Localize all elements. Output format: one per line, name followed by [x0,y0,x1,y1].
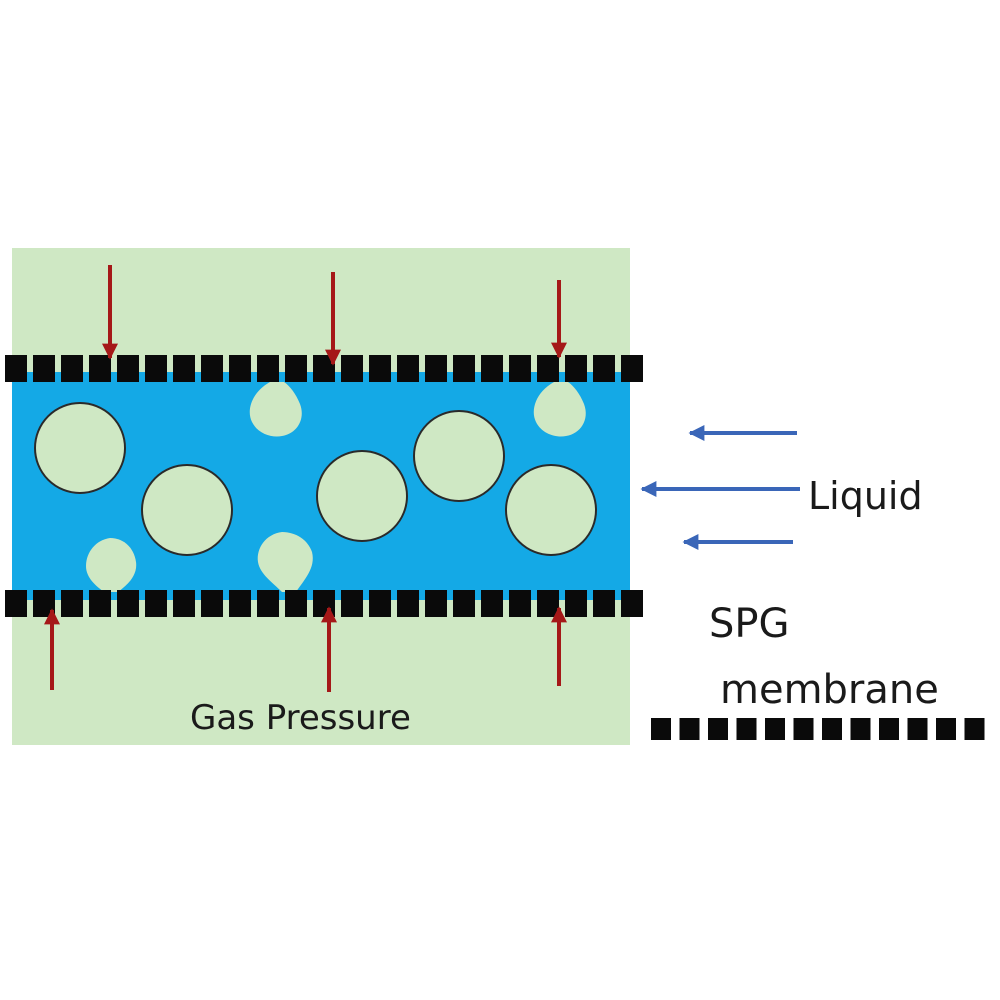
membrane-pore-wall [679,718,700,740]
membrane-pore-wall [936,718,956,740]
membrane-pore-wall [89,355,111,382]
membrane-pore-wall [89,590,111,617]
gas-bubble [413,410,505,502]
membrane-pore-wall [509,355,531,382]
membrane-pore-wall [61,355,83,382]
membrane-pore-wall [341,590,363,617]
gas-pressure-arrows [44,265,567,692]
membrane-pore-wall [481,590,503,617]
membrane-pore-wall [285,590,307,617]
membrane-pore-wall [257,590,279,617]
membrane-pore-wall [173,355,195,382]
membrane-pore-wall [173,590,195,617]
membrane-pore-wall [907,718,928,740]
emerging-droplet [86,538,137,592]
membrane-pore-wall [736,718,757,740]
membrane-pore-wall [822,718,842,740]
emerging-droplets-bottom [86,532,313,592]
spg-label: SPG [709,601,790,647]
membrane-pore-wall [5,355,27,382]
membrane-pore-wall [117,590,139,617]
gas-bubble [34,402,126,494]
membrane-pore-wall [397,590,419,617]
membrane-pore-wall [481,355,503,382]
membrane-pore-wall [565,590,587,617]
gas-pressure-label: Gas Pressure [190,698,411,738]
gas-bubble [316,450,408,542]
emerging-droplet [533,382,586,437]
membrane-pore-wall [765,718,785,740]
emerging-droplets-top [249,382,586,437]
membrane-pore-wall [425,355,447,382]
membrane-pore-wall [285,355,307,382]
membrane-pore-wall [850,718,871,740]
membrane-pore-wall [879,718,899,740]
membrane-pore-wall [117,355,139,382]
membrane-pore-wall [145,590,167,617]
membrane-pore-wall [229,590,251,617]
emerging-droplet [257,532,313,592]
membrane-pore-wall [341,355,363,382]
membrane-pore-wall [453,355,475,382]
membrane-pore-wall [229,355,251,382]
membrane-pore-wall [651,718,671,740]
membrane-pore-wall [61,590,83,617]
gas-bubble [141,464,233,556]
membrane-pore-wall [313,590,335,617]
membrane-pore-wall [621,590,643,617]
membrane-pore-wall [201,355,223,382]
membrane-pore-wall [793,718,814,740]
membrane-pore-wall [425,590,447,617]
liquid-flow-arrows [640,425,800,550]
membrane-pore-wall [369,590,391,617]
gas-bubble [505,464,597,556]
membrane-pore-wall [565,355,587,382]
membrane-pore-wall [964,718,985,740]
membrane-pore-wall [145,355,167,382]
emerging-droplet [249,382,302,437]
gas-bubbles [34,402,597,556]
membrane-pore-wall [621,355,643,382]
membrane-pore-wall [5,590,27,617]
spg-membrane-bottom [5,590,643,617]
membrane-pore-wall [257,355,279,382]
membrane-pore-wall [537,355,559,382]
liquid-label: Liquid [808,474,923,518]
membrane-pore-wall [537,590,559,617]
membrane-pore-wall [33,355,55,382]
membrane-pore-wall [593,355,615,382]
membrane-pore-wall [453,590,475,617]
membrane-label: membrane [720,667,939,713]
membrane-pore-wall [509,590,531,617]
membrane-pore-wall [593,590,615,617]
spg-membrane-top [5,355,643,382]
membrane-pore-wall [201,590,223,617]
membrane-pore-wall [708,718,728,740]
membrane-pore-wall [369,355,391,382]
dashed-membrane-icon [651,718,985,740]
membrane-pore-wall [397,355,419,382]
